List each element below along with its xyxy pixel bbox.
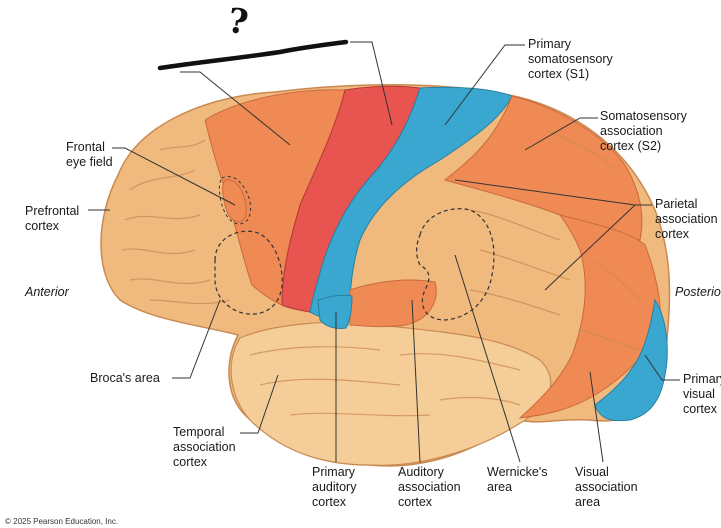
leader-lines (88, 41, 680, 463)
leader-s1-top (350, 41, 393, 126)
leader-auditory-association (411, 299, 421, 463)
leader-parietal-2 (544, 204, 652, 291)
leader-wernickes (454, 254, 521, 463)
label-posterior: Posterior (675, 285, 721, 299)
frontal-eye-field-region (222, 179, 247, 223)
temporal-lobe (230, 321, 552, 466)
label-parietal-association: Parietal association cortex (655, 197, 718, 241)
visual-association-area (518, 214, 661, 419)
brocas-area-outline (214, 230, 283, 315)
leader-primary-somatosensory (444, 44, 525, 126)
label-somatosensory-association: Somatosensory association cortex (S2) (600, 109, 687, 153)
label-auditory-association: Auditory association cortex (398, 465, 461, 509)
label-temporal-association: Temporal association cortex (173, 425, 236, 469)
leader-somatosensory-association (524, 117, 598, 151)
label-primary-somatosensory: Primary somatosensory cortex (S1) (528, 37, 613, 81)
leader-visual-association (589, 371, 604, 463)
label-primary-visual: Primary visual cortex (683, 372, 721, 416)
label-primary-auditory: Primary auditory cortex (312, 465, 357, 509)
leader-frontal-eye-field (112, 147, 236, 206)
label-prefrontal: Prefrontal cortex (25, 204, 80, 233)
primary-auditory-cortex (317, 294, 353, 329)
gyri-texture (121, 129, 641, 417)
label-anterior: Anterior (25, 285, 69, 299)
hand-scribble-line (157, 39, 349, 71)
leader-brocas (172, 299, 221, 379)
leader-temporal-association (240, 374, 279, 434)
label-brocas-area: Broca's area (90, 371, 160, 385)
label-visual-association: Visual association area (575, 465, 638, 509)
label-wernickes-area: Wernicke's area (487, 465, 548, 494)
copyright-notice: © 2025 Pearson Education, Inc. (5, 517, 119, 526)
leader-primary-visual (644, 354, 680, 381)
primary-visual-cortex (594, 298, 668, 422)
auditory-association-cortex (349, 279, 437, 328)
leader-s1-top-b (180, 71, 291, 146)
label-frontal-eye-field: Frontal eye field (66, 140, 113, 169)
